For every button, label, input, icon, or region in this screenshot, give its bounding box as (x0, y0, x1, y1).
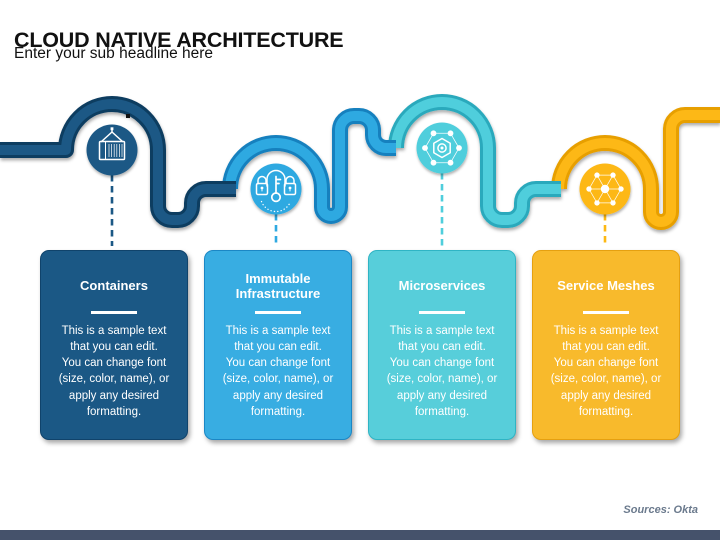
containers-circle (86, 124, 138, 176)
card-containers: Containers This is a sample text that yo… (40, 250, 188, 440)
hex-nut-nodes-icon (422, 130, 462, 166)
pipe-segment-service-meshes (551, 107, 720, 230)
card-microservices: Microservices This is a sample text that… (368, 250, 516, 440)
card-title: Containers (80, 278, 148, 294)
winding-pipe (0, 94, 720, 230)
mesh-network-icon (586, 172, 624, 206)
container-crane-icon (98, 127, 126, 161)
sources-credit: Sources: Okta (623, 504, 698, 516)
card-divider (91, 311, 137, 314)
card-divider (419, 311, 465, 314)
pipe-segment-containers (0, 96, 236, 228)
card-title: Microservices (398, 278, 486, 294)
card-title: Service Meshes (557, 278, 655, 294)
card-divider (583, 311, 629, 314)
card-body: This is a sample text that you can edit.… (222, 324, 334, 418)
card-title: Immutable Infrastructure (235, 270, 321, 302)
card-body: This is a sample text that you can edit.… (550, 324, 662, 418)
card-immutable-infrastructure: Immutable Infrastructure This is a sampl… (204, 250, 352, 440)
pipe-segment-microservices (388, 94, 561, 228)
pipe-segment-immutable-infrastructure (222, 108, 396, 224)
slide-subtitle: Enter your sub headline here (14, 45, 214, 62)
icon-circles (86, 122, 631, 215)
stray-dot (126, 114, 130, 118)
card-service-meshes: Service Meshes This is a sample text tha… (532, 250, 680, 440)
card-divider (255, 311, 301, 314)
locks-key-icon (255, 169, 297, 213)
dashed-connectors (110, 173, 607, 246)
card-body: This is a sample text that you can edit.… (386, 324, 498, 418)
footer-bar (0, 530, 720, 540)
slide-title: CLOUD NATIVE ARCHITECTURE (14, 28, 344, 53)
card-body: This is a sample text that you can edit.… (58, 324, 170, 418)
